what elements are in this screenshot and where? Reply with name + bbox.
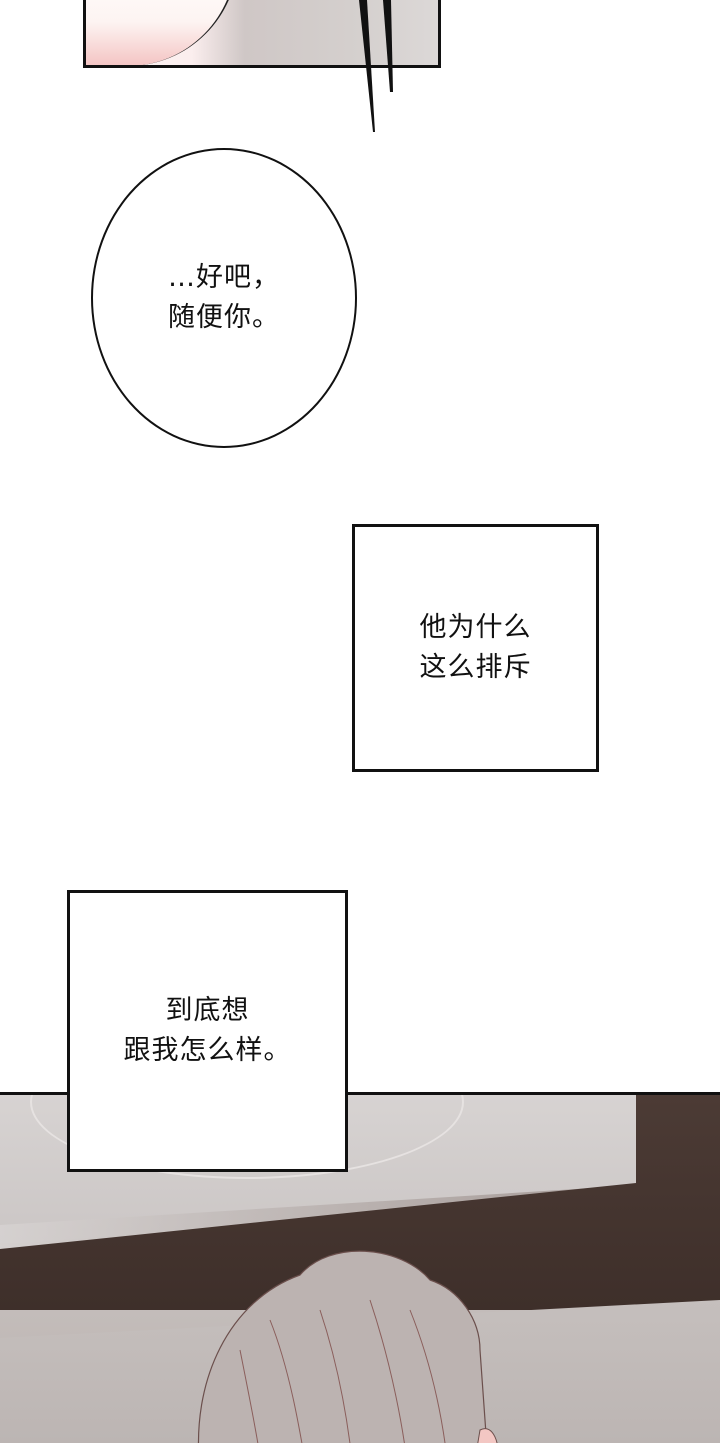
speech-line-2: 随便你。 [168, 302, 280, 333]
caption-1-line-2: 这么排斥 [419, 652, 532, 683]
caption-box-1: 他为什么 这么排斥 [352, 524, 599, 772]
character-hair-art [197, 1250, 498, 1443]
caption-1-line-1: 他为什么 [419, 612, 532, 643]
speed-lines-icon [359, 0, 393, 132]
caption-2-line-2: 跟我怎么样。 [123, 1035, 292, 1066]
speech-bubble: …好吧， 随便你。 [91, 148, 357, 448]
caption-box-2: 到底想 跟我怎么样。 [67, 890, 348, 1172]
caption-2-line-1: 到底想 [165, 995, 250, 1026]
speech-line-1: …好吧， [168, 262, 280, 293]
top-art-panel [83, 0, 441, 68]
character-skin-art [86, 0, 238, 65]
